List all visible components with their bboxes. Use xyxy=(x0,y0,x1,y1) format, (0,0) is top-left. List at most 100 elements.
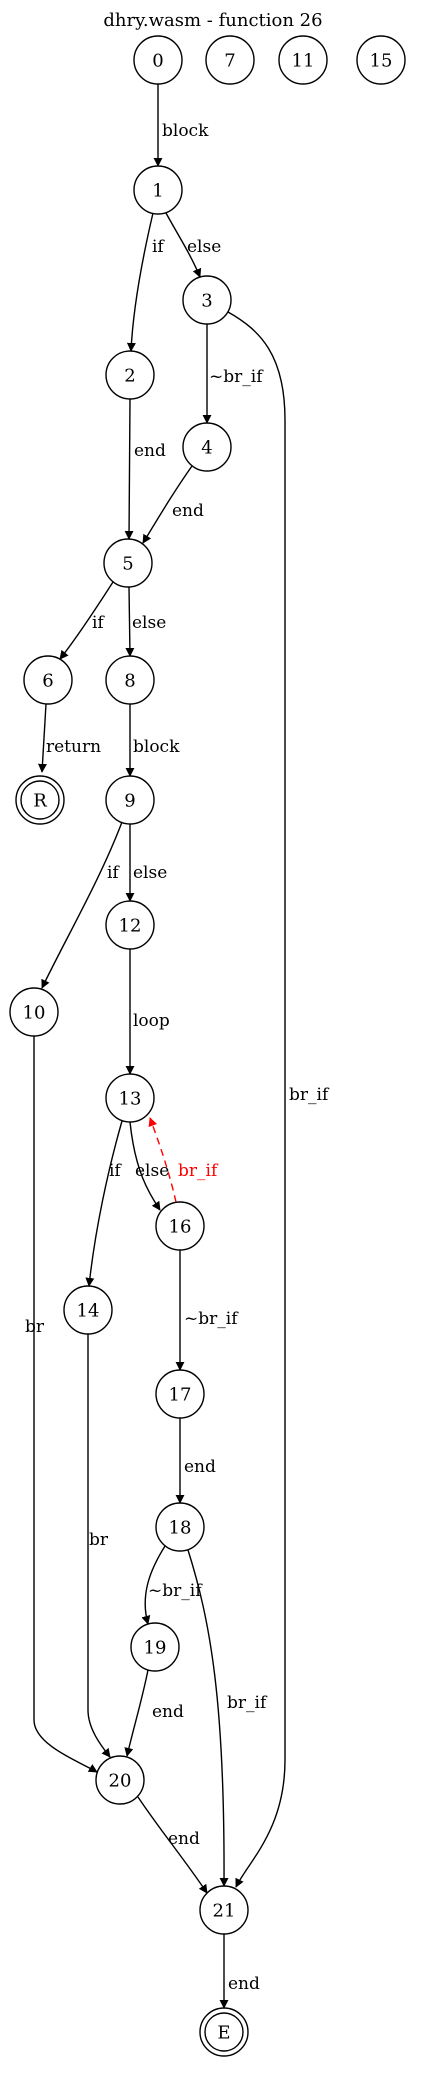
node-12: 12 xyxy=(105,900,155,950)
node-circle xyxy=(133,165,183,215)
node-circle xyxy=(63,1285,113,1335)
edge-line xyxy=(137,1796,208,1894)
node-inner-circle xyxy=(204,2012,244,2052)
node-label: 4 xyxy=(201,438,212,459)
node-18: 18 xyxy=(155,1502,205,1552)
edge-label: else xyxy=(135,1161,169,1181)
node-label: 12 xyxy=(119,916,142,937)
edge-line xyxy=(59,581,114,660)
node-label: 3 xyxy=(201,291,212,312)
edge-label: if xyxy=(92,613,105,633)
edge-n19-to-n20: end xyxy=(124,1669,184,1757)
node-circle xyxy=(130,1622,180,1672)
edge-label: if xyxy=(107,863,120,883)
edge-n3-to-n21: br_if xyxy=(227,311,330,1888)
edge-n14-to-n20: br xyxy=(87,1334,111,1758)
node-19: 19 xyxy=(130,1622,180,1672)
node-label: 14 xyxy=(77,1301,100,1322)
edge-label: if xyxy=(152,237,165,257)
node-4: 4 xyxy=(182,422,232,472)
node-circle xyxy=(105,775,155,825)
edge-label: ~br_if xyxy=(209,367,264,387)
edge-line xyxy=(87,1334,111,1758)
edge-line xyxy=(124,398,134,540)
edge-line xyxy=(126,212,154,352)
node-label: 15 xyxy=(370,51,393,72)
node-label: 10 xyxy=(23,1003,46,1024)
edge-label: loop xyxy=(133,1011,170,1031)
edge-n9-to-n12: else xyxy=(125,824,167,902)
edge-n13-to-n16: else xyxy=(129,1121,169,1211)
edge-line xyxy=(124,1669,149,1757)
node-17: 17 xyxy=(155,1369,205,1419)
node-2: 2 xyxy=(105,350,155,400)
edge-line xyxy=(33,1036,98,1773)
node-circle xyxy=(105,655,155,705)
edge-n4-to-n5: end xyxy=(142,465,204,544)
node-label: 5 xyxy=(122,554,133,575)
edge-label: br_if xyxy=(289,1085,330,1105)
node-label: 16 xyxy=(169,1217,192,1238)
edge-label: end xyxy=(168,1829,200,1849)
edge-label: end xyxy=(228,1974,260,1994)
edge-label: br xyxy=(89,1530,109,1550)
edge-label: br_if xyxy=(227,1693,268,1713)
edge-line xyxy=(129,1121,161,1211)
node-label: 9 xyxy=(124,791,135,812)
node-R: R xyxy=(15,775,65,825)
edge-label: else xyxy=(187,237,221,257)
edge-n16-to-n17: ~br_if xyxy=(175,1250,239,1371)
edge-n20-to-n21: end xyxy=(137,1796,208,1894)
node-circle xyxy=(133,35,183,85)
edge-n3-to-n4: ~br_if xyxy=(202,324,264,424)
node-E: E xyxy=(199,2007,249,2057)
node-circle xyxy=(182,422,232,472)
edge-line xyxy=(142,465,193,544)
node-circle xyxy=(103,538,153,588)
node-11: 11 xyxy=(278,35,328,85)
node-label: 0 xyxy=(152,51,163,72)
node-6: 6 xyxy=(23,655,73,705)
node-circle xyxy=(278,35,328,85)
node-label: 13 xyxy=(119,1089,142,1110)
node-13: 13 xyxy=(105,1073,155,1123)
edge-line xyxy=(37,703,47,773)
edge-label: if xyxy=(109,1161,122,1181)
edge-label: end xyxy=(172,501,204,521)
node-5: 5 xyxy=(103,538,153,588)
node-label: 11 xyxy=(292,51,315,72)
edge-n18-to-n19: ~br_if xyxy=(141,1545,203,1625)
graph-title: dhry.wasm - function 26 xyxy=(103,10,322,31)
node-label: 18 xyxy=(169,1518,192,1539)
node-0: 0 xyxy=(133,35,183,85)
node-20: 20 xyxy=(95,1755,145,1805)
edge-line xyxy=(165,212,202,278)
edge-line xyxy=(85,1120,123,1287)
node-circle xyxy=(356,35,406,85)
edge-n9-to-n10: if xyxy=(41,821,123,989)
node-label: 2 xyxy=(124,366,135,387)
edge-label: ~br_if xyxy=(184,1309,239,1329)
node-circle xyxy=(155,1502,205,1552)
node-label: 6 xyxy=(42,671,53,692)
node-circle xyxy=(155,1201,205,1251)
node-1: 1 xyxy=(133,165,183,215)
node-circle xyxy=(95,1755,145,1805)
node-circle xyxy=(105,900,155,950)
node-8: 8 xyxy=(105,655,155,705)
node-circle xyxy=(182,275,232,325)
node-inner-circle xyxy=(20,780,60,820)
edge-n5-to-n8: else xyxy=(125,586,166,657)
node-circle xyxy=(105,350,155,400)
edge-n12-to-n13: loop xyxy=(125,949,170,1075)
node-7: 7 xyxy=(205,35,255,85)
edge-label: ~br_if xyxy=(148,1581,203,1601)
edge-label: return xyxy=(46,737,101,757)
edge-line xyxy=(148,1117,177,1203)
edge-n16-to-n13: br_if xyxy=(148,1117,219,1203)
edge-line xyxy=(125,586,135,657)
edge-n17-to-n18: end xyxy=(175,1418,216,1504)
node-label: 17 xyxy=(169,1385,192,1406)
node-10: 10 xyxy=(9,987,59,1037)
